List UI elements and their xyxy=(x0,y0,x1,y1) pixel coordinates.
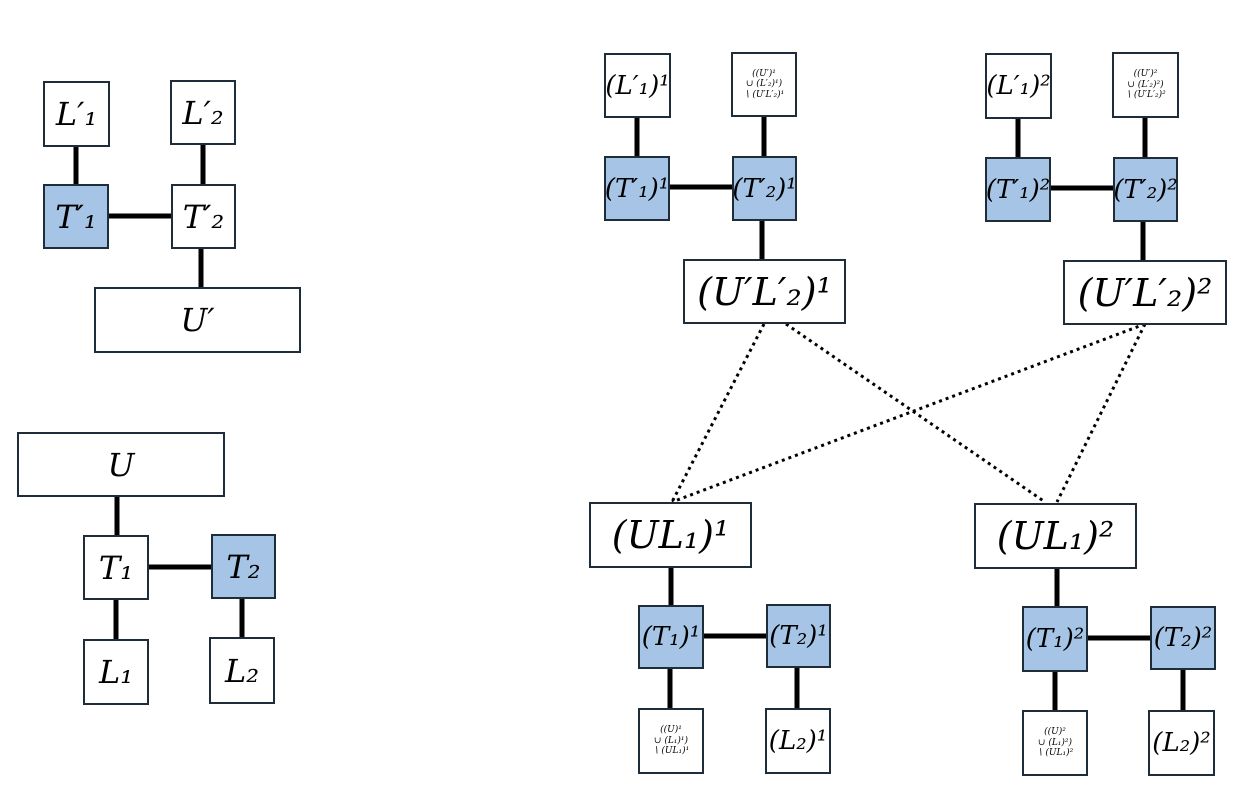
node-c1t-L1: (L′₁)¹ xyxy=(604,53,671,118)
node-c1t-T1: (T′₁)¹ xyxy=(604,156,670,221)
node-label: (L′₁)² xyxy=(986,71,1051,101)
node-c1t-U: (U′L′₂)¹ xyxy=(683,259,846,324)
node-c1t-T2: (T′₂)¹ xyxy=(732,156,797,221)
node-c2t-bag: ((U′)² ∪ (L′₂)²) ∖ (U′L′₂)² xyxy=(1112,52,1179,118)
node-c2b-T2: (T₂)² xyxy=(1150,606,1216,670)
node-label: (L₂)¹ xyxy=(768,726,828,756)
node-c1b-bag: ((U)¹ ∪ (L₁)¹) ∖ (UL₁)¹ xyxy=(638,708,704,774)
node-c2b-L2: (L₂)² xyxy=(1148,710,1215,776)
node-U: U xyxy=(17,432,225,497)
bag-line: ∖ (U′L′₂)² xyxy=(1125,90,1166,101)
node-U-prime: U′ xyxy=(94,287,301,353)
bag-line: ∖ (UL₁)² xyxy=(1036,748,1074,759)
node-label: (U′L′₂)¹ xyxy=(697,269,832,314)
bag-line: ((U′)² xyxy=(1133,69,1158,80)
node-label: (T₁)¹ xyxy=(641,622,701,652)
node-c2t-T2: (T′₂)² xyxy=(1113,157,1178,222)
node-c2t-U: (U′L′₂)² xyxy=(1063,260,1227,325)
dotted-edge-c1t-c1b xyxy=(670,323,766,503)
dotted-edge-c1t-c2b xyxy=(785,322,1046,504)
node-label: (T′₂)¹ xyxy=(732,173,797,204)
node-label: (T₂)¹ xyxy=(769,621,828,651)
node-c2b-U: (UL₁)² xyxy=(974,503,1137,569)
bag-line: ∪ (L₁)¹) xyxy=(653,735,689,746)
dotted-edge-c2t-c2b xyxy=(1055,323,1147,503)
node-L2: L₂ xyxy=(209,637,275,704)
node-label: U′ xyxy=(180,301,215,339)
node-c1b-T2: (T₂)¹ xyxy=(766,604,831,668)
node-label: T₂ xyxy=(226,547,261,586)
node-L1-prime: L′₁ xyxy=(43,81,110,147)
bag-line: ∪ (L₁)²) xyxy=(1037,737,1073,748)
node-T2-prime: T′₂ xyxy=(171,184,236,249)
bag-line: ((U)² xyxy=(1044,727,1066,738)
node-label: T′₂ xyxy=(182,197,225,236)
node-c1b-L2: (L₂)¹ xyxy=(765,708,831,774)
node-label: (U′L′₂)² xyxy=(1077,270,1213,315)
node-c2b-T1: (T₁)² xyxy=(1022,606,1088,672)
node-label: U xyxy=(107,445,135,484)
node-T2: T₂ xyxy=(211,534,276,599)
node-label: L′₁ xyxy=(55,95,98,133)
node-label: (L₂)² xyxy=(1152,728,1211,758)
node-L2-prime: L′₂ xyxy=(170,80,236,145)
dotted-edge-c2t-c1b xyxy=(671,322,1146,504)
node-label: (T₁)² xyxy=(1025,624,1085,654)
node-c1b-T1: (T₁)¹ xyxy=(638,605,704,669)
node-label: (T′₂)² xyxy=(1113,174,1178,205)
node-label: L′₂ xyxy=(182,93,224,132)
node-label: T′₁ xyxy=(55,197,97,236)
node-label: (L′₁)¹ xyxy=(605,70,670,101)
node-label: (T′₁)² xyxy=(985,174,1051,205)
node-label: (UL₁)² xyxy=(996,514,1115,558)
node-label: (UL₁)¹ xyxy=(611,513,730,557)
bag-line: ((U)¹ xyxy=(660,725,682,736)
node-T1-prime: T′₁ xyxy=(43,184,109,249)
node-label: L₁ xyxy=(98,653,134,691)
node-c2t-T1: (T′₁)² xyxy=(985,157,1051,222)
bag-line: ∪ (L′₂)²) xyxy=(1127,79,1164,90)
node-c2t-L1: (L′₁)² xyxy=(985,53,1052,119)
node-label: T₁ xyxy=(98,548,134,587)
node-T1: T₁ xyxy=(83,535,149,600)
node-label: (T′₁)¹ xyxy=(604,173,670,204)
node-L1: L₁ xyxy=(83,639,149,705)
node-label: L₂ xyxy=(224,651,260,690)
bag-line: ∖ (UL₁)¹ xyxy=(652,746,690,757)
bag-line: ((U′)¹ xyxy=(752,68,776,79)
node-label: (T₂)² xyxy=(1153,623,1213,653)
bag-line: ∖ (U′L′₂)¹ xyxy=(743,89,785,100)
node-c2b-bag: ((U)² ∪ (L₁)²) ∖ (UL₁)² xyxy=(1022,710,1088,776)
node-c1b-U: (UL₁)¹ xyxy=(589,502,752,568)
bag-line: ∪ (L′₂)¹) xyxy=(745,79,783,90)
node-c1t-bag: ((U′)¹ ∪ (L′₂)¹) ∖ (U′L′₂)¹ xyxy=(731,52,797,117)
